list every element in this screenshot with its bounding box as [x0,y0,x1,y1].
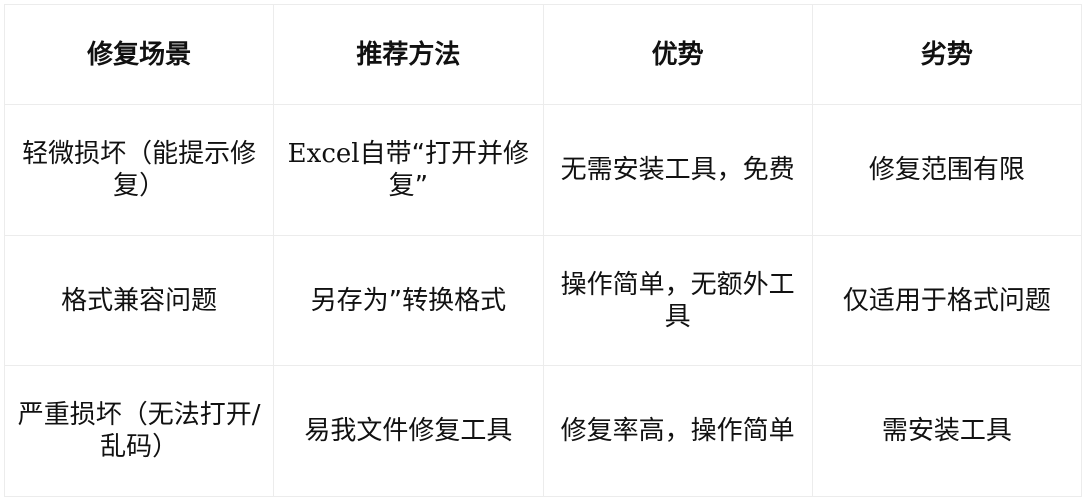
cell-pros: 无需安装工具，免费 [542,104,813,236]
table-row: 严重损坏（无法打开/乱码） 易我文件修复工具 修复率高，操作简单 需安装工具 [3,365,1083,497]
method-text: 自带“打开并修复” [359,139,530,201]
header-row: 修复场景 推荐方法 优势 劣势 [3,4,1083,105]
header-scenario: 修复场景 [3,4,275,105]
cell-method: 易我文件修复工具 [273,365,544,497]
cell-method: 另存为”转换格式 [273,235,544,366]
cell-scenario: 严重损坏（无法打开/乱码） [3,365,275,497]
cell-pros: 修复率高，操作简单 [542,365,813,497]
table-row: 轻微损坏（能提示修复） Excel自带“打开并修复” 无需安装工具，免费 修复范… [3,104,1083,236]
repair-comparison-table: 修复场景 推荐方法 优势 劣势 轻微损坏（能提示修复） Excel自带“打开并修… [3,4,1083,497]
header-method: 推荐方法 [273,4,544,105]
cell-cons: 仅适用于格式问题 [811,235,1083,366]
header-cons: 劣势 [811,4,1083,105]
cell-cons: 需安装工具 [811,365,1083,497]
cell-scenario: 轻微损坏（能提示修复） [3,104,275,236]
cell-cons: 修复范围有限 [811,104,1083,236]
table-row: 格式兼容问题 另存为”转换格式 操作简单，无额外工具 仅适用于格式问题 [3,235,1083,366]
cell-pros: 操作简单，无额外工具 [542,235,813,366]
method-prefix: Excel [287,139,360,169]
cell-method: Excel自带“打开并修复” [273,104,544,236]
cell-scenario: 格式兼容问题 [3,235,275,366]
header-pros: 优势 [542,4,813,105]
